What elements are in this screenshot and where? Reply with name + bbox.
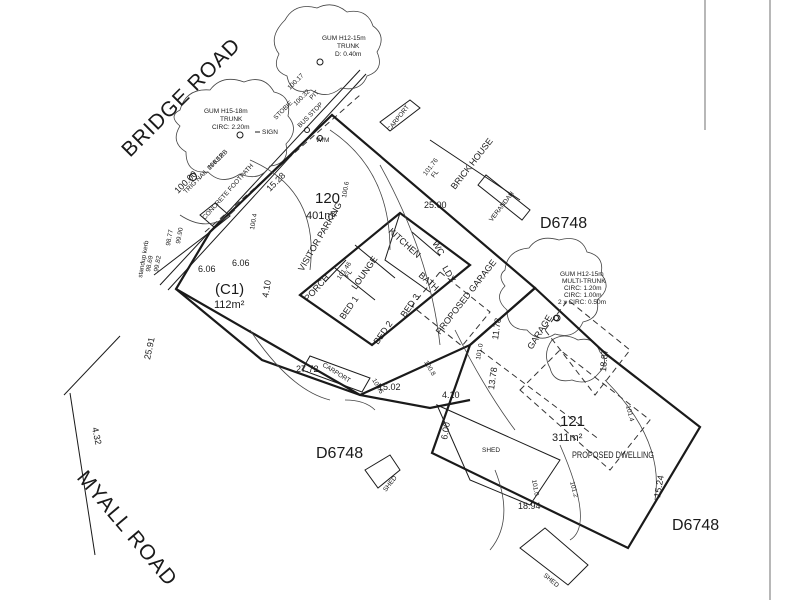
kerb-level: 100.12 bbox=[206, 152, 225, 171]
dp-label-east: D6748 bbox=[540, 215, 587, 232]
lot-120-dwelling bbox=[298, 211, 472, 347]
dim-6-00: 6.00 bbox=[439, 421, 452, 440]
level-101-0-a: 101.0 bbox=[475, 343, 485, 361]
floor-level-tag: FL bbox=[344, 269, 354, 280]
tree-north-line1: GUM H12-15m bbox=[322, 35, 366, 42]
brick-house-label: BRICK HOUSE bbox=[449, 136, 495, 191]
level-100-6-b: 100.6 bbox=[370, 378, 384, 396]
dim-4-10-b: 4.10 bbox=[442, 390, 460, 400]
brick-fl-tag: FL bbox=[430, 169, 440, 180]
margin-guides bbox=[704, 0, 771, 600]
shed-label-lot121: SHED bbox=[482, 447, 500, 454]
neighbour-structures bbox=[199, 99, 589, 586]
tree-west-line1: GUM H15-18m bbox=[204, 108, 248, 115]
lot-121-boundary bbox=[430, 286, 702, 550]
tree-west bbox=[173, 78, 294, 180]
proposed-garage-outline bbox=[411, 271, 491, 347]
level-100-4: 100.4 bbox=[249, 213, 259, 231]
dim-15-02: 15.02 bbox=[378, 382, 401, 392]
room-lounge: LOUNGE bbox=[349, 254, 379, 291]
bridge-road-label: BRIDGE ROAD bbox=[117, 34, 245, 162]
dp-label-south: D6748 bbox=[316, 445, 363, 462]
level-99-82: 99.82 bbox=[153, 255, 163, 273]
verandah-label: VERANDAH bbox=[488, 190, 516, 223]
dim-11-78: 11.78 bbox=[490, 317, 503, 340]
lot-120-area: 401m² bbox=[306, 210, 338, 222]
garage-label: GARAGE bbox=[525, 313, 554, 351]
carport-outline bbox=[301, 355, 371, 393]
level-101-2: 101.2 bbox=[568, 481, 579, 499]
tree-east-line2: MULTI-TRUNK bbox=[562, 278, 606, 285]
level-98-77: 98.77 bbox=[165, 229, 175, 247]
dim-15-24: 15.24 bbox=[652, 474, 666, 498]
shed-label-southeast: SHED bbox=[542, 572, 561, 589]
water-meter-label: W/M bbox=[316, 137, 329, 144]
level-100-6: 100.6 bbox=[341, 181, 351, 199]
tree-west-line3: CIRC: 2.20m bbox=[212, 124, 250, 131]
tree-east-line1: GUM H12-15m bbox=[560, 271, 604, 278]
tree-east bbox=[499, 237, 607, 383]
dim-6-06-a: 6.06 bbox=[198, 264, 216, 274]
tree-west-line2: TRUNK bbox=[220, 116, 243, 123]
tree-west-label: GUM H15-18m TRUNK CIRC: 2.20m bbox=[204, 108, 250, 131]
survey-markers bbox=[189, 127, 559, 321]
dim-18-94: 18.94 bbox=[518, 501, 541, 511]
lot-120-boundary bbox=[174, 113, 537, 397]
room-bed1: BED 1 bbox=[337, 294, 360, 321]
dp-label-southeast: D6748 bbox=[672, 517, 719, 534]
dim-13-78: 13.78 bbox=[486, 367, 499, 391]
dim-18-87: 18.87 bbox=[598, 349, 610, 372]
lot-c1-area: 112m² bbox=[214, 299, 245, 311]
pit-label: PIT bbox=[308, 89, 320, 101]
contours bbox=[179, 129, 657, 551]
dim-4-10-a: 4.10 bbox=[260, 279, 273, 298]
lot-121-number: 121 bbox=[560, 413, 585, 430]
lot-c1-number: (C1) bbox=[215, 281, 244, 298]
tree-north-line2: TRUNK bbox=[337, 43, 360, 50]
proposed-dwelling-label-1: PROPOSED DWELLING bbox=[572, 450, 654, 460]
common-boundary bbox=[175, 288, 471, 410]
lot-121-structures bbox=[436, 299, 651, 506]
lot-121-area: 311m² bbox=[552, 432, 583, 444]
dim-25-91: 25.91 bbox=[142, 336, 156, 360]
dim-27-72: 27.72 bbox=[296, 364, 319, 374]
tree-east-label: GUM H12-15m MULTI-TRUNK CIRC: 1.20m CIRC… bbox=[558, 271, 606, 306]
tree-east-line3: CIRC: 1.20m bbox=[564, 285, 602, 292]
level-a: 100.17 bbox=[286, 72, 305, 91]
sign-label: SIGN bbox=[262, 129, 278, 136]
tree-north-label: GUM H12-15m TRUNK D: 0.40m bbox=[322, 35, 366, 58]
tree-north bbox=[273, 4, 382, 95]
level-101-0-b: 101.0 bbox=[530, 479, 540, 497]
shed-label-south: SHED bbox=[382, 474, 399, 493]
tree-east-line4: CIRC: 1.00m bbox=[564, 292, 602, 299]
dim-25-00: 25.00 bbox=[424, 200, 447, 210]
room-kitchen: KITCHEN bbox=[387, 226, 423, 260]
dim-4-32: 4.32 bbox=[90, 426, 103, 445]
road-reserve bbox=[63, 69, 367, 556]
lot-120-number: 120 bbox=[315, 190, 340, 207]
level-99-90: 99.90 bbox=[175, 227, 185, 245]
myall-road-label: MYALL ROAD bbox=[72, 466, 182, 590]
level-101-4: 101.4 bbox=[624, 405, 635, 423]
tree-east-line5: 2 x CIRC: 0.50m bbox=[558, 299, 606, 306]
room-bath: BATH bbox=[417, 270, 441, 293]
room-bed2: BED 2 bbox=[371, 319, 394, 346]
tree-north-line3: D: 0.40m bbox=[335, 51, 361, 58]
room-wc: WC bbox=[430, 239, 446, 257]
dim-6-06-b: 6.06 bbox=[232, 258, 250, 268]
level-98-69: 98.69 bbox=[145, 255, 155, 273]
room-porch: PORCH bbox=[302, 272, 331, 303]
